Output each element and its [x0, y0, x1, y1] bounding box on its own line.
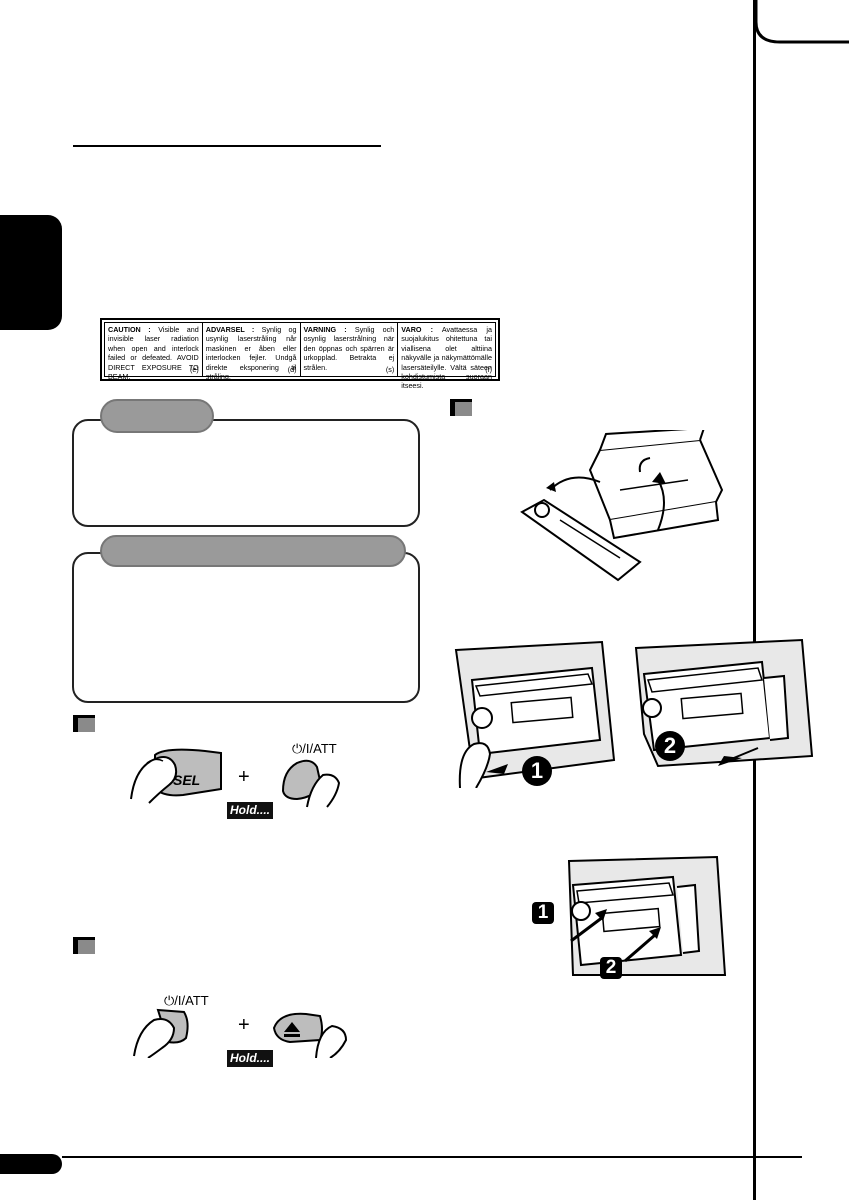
section-rule [73, 145, 381, 147]
hold-badge-2: Hold.... [227, 1050, 273, 1067]
step-2-badge: 2 [655, 731, 685, 761]
power-button-illustration-1 [281, 759, 341, 808]
section-marker-2 [73, 937, 95, 954]
attach-step-1-badge: 1 [532, 902, 554, 924]
sel-button-illustration [130, 748, 222, 804]
power-att-label-1: ⏻/I/ATT [292, 741, 337, 756]
attach-step-2-badge: 2 [600, 957, 622, 979]
section-marker-3 [450, 399, 472, 416]
info-box-1-header [100, 399, 214, 433]
plus-sign-1: + [238, 766, 250, 788]
attach-faceplate-illustration [567, 855, 727, 976]
caution-cell-da: ADVARSEL : Synlig og usynlig laserstråli… [203, 323, 301, 381]
corner-fold [754, 0, 849, 44]
eject-button-illustration [272, 1012, 348, 1058]
footer-rule [62, 1156, 802, 1158]
page-number-tab [0, 1154, 62, 1174]
info-box-1 [72, 419, 420, 527]
sel-button-label: SEL [173, 772, 201, 788]
faceplate-case-illustration [520, 430, 724, 582]
caution-cell-sv: VARNING : Synlig och osynlig laserstråln… [301, 323, 399, 376]
plus-sign-2: + [238, 1014, 250, 1036]
detach-step-2-illustration [634, 638, 814, 768]
hold-badge-1: Hold.... [227, 802, 273, 819]
step-1-badge: 1 [522, 756, 552, 786]
laser-caution-label: CAUTION : Visible and invisible laser ra… [100, 318, 500, 391]
caution-cell-en: CAUTION : Visible and invisible laser ra… [105, 323, 203, 381]
power-button-illustration-2 [133, 1008, 189, 1058]
info-box-2-header [100, 535, 406, 567]
caution-cell-fi: VARO : Avattaessa ja suojalukitus ohitet… [401, 325, 492, 391]
info-box-2 [72, 552, 420, 703]
corner-line [753, 0, 756, 1200]
side-language-tab [0, 215, 62, 330]
power-att-label-2: ⏻/I/ATT [164, 993, 209, 1008]
section-marker-1 [73, 715, 95, 732]
detach-step-1-illustration [454, 640, 616, 788]
